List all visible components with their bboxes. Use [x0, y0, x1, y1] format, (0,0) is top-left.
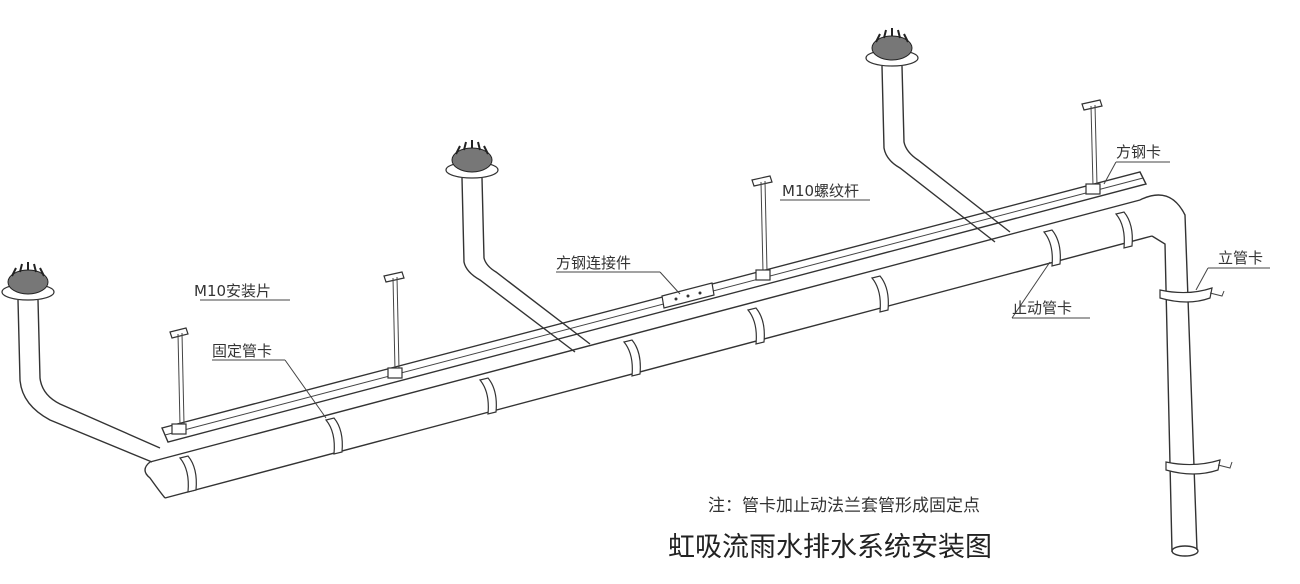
label-m10-rod: M10螺纹杆 [782, 182, 859, 200]
hanger-rod-2 [383, 271, 405, 379]
label-stop-clamp: 止动管卡 [1012, 299, 1072, 317]
label-riser-clamp: 立管卡 [1218, 249, 1263, 267]
hanger-rod-1 [169, 327, 189, 435]
note-text: 注：管卡加止动法兰套管形成固定点 [708, 496, 980, 516]
leader-lines [200, 161, 1270, 419]
hanger-rod-3 [751, 175, 773, 281]
label-m10-plate: M10安装片 [194, 282, 271, 300]
roof-drain-2 [445, 140, 591, 353]
square-steel-beam [161, 171, 1148, 443]
label-steel-clamp: 方钢卡 [1116, 143, 1161, 161]
pipe-clamps [178, 211, 1133, 493]
roof-drain-3 [865, 28, 1011, 243]
label-fixed-clamp: 固定管卡 [212, 342, 272, 360]
main-horizontal-pipe [144, 199, 1153, 499]
riser-pipe [1139, 194, 1233, 557]
hanger-rod-4 [1081, 99, 1103, 195]
diagram-title: 虹吸流雨水排水系统安装图 [668, 532, 992, 563]
roof-drain-1 [1, 262, 161, 463]
label-steel-connector: 方钢连接件 [556, 254, 631, 272]
steel-connector [661, 282, 715, 309]
